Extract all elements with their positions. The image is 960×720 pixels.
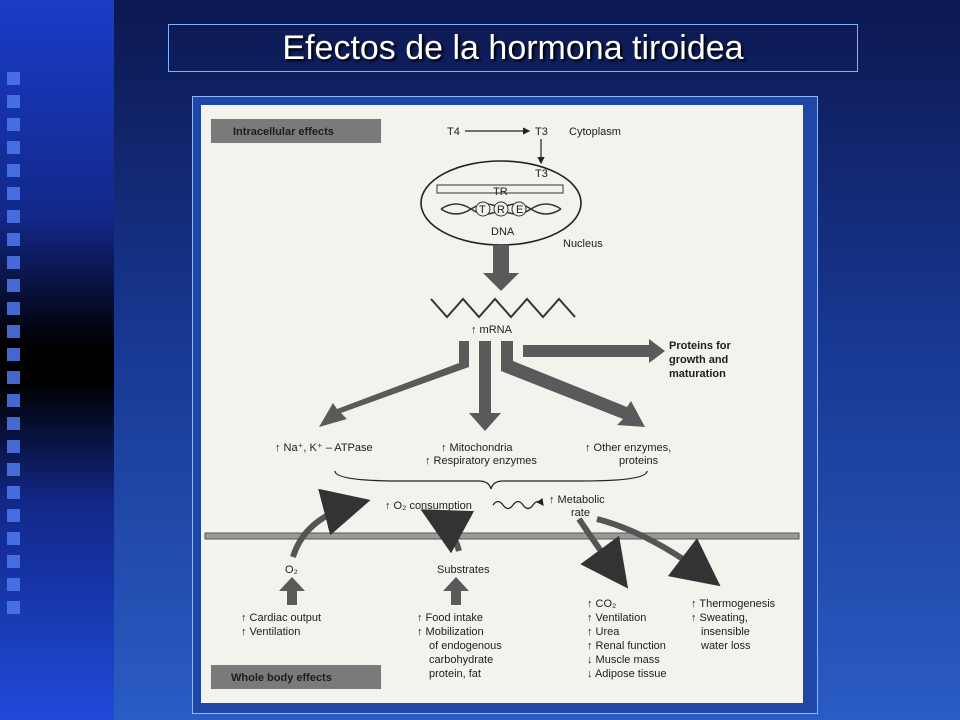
tre-e-label: E [516,204,523,216]
tr-receptor [436,184,564,194]
mitochondria-2: ↑ Respiratory enzymes [425,455,537,467]
proteins-growth-2: growth and [669,354,728,366]
tre-r-label: R [497,204,505,216]
square-bullets [7,72,23,624]
thermo-4: water loss [700,640,751,652]
thermo-1: ↑ Thermogenesis [691,598,776,610]
nucleus-label: Nucleus [563,238,603,250]
metabolic-to-thermo-arrow [596,516,721,587]
arrow-to-proteins [523,339,665,363]
slide-title: Efectos de la hormona tiroidea [282,28,744,67]
mitochondria-1: ↑ Mitochondria [441,442,513,454]
tre-r [493,201,509,217]
food-3: of endogenous [429,640,502,652]
proteins-growth-3: maturation [669,368,726,380]
arrow-to-na-k [319,341,469,427]
whole-body-label-box [211,665,381,689]
substrates-label: Substrates [437,564,490,576]
other-enzymes-2: proteins [619,455,659,467]
co2-2: ↑ Ventilation [587,612,646,624]
co2-4: ↑ Renal function [587,640,666,652]
diagram-svg: Intracellular effects T4 T3 Cytoplasm T3… [204,119,800,689]
arrow-to-mitochondria [469,341,501,431]
cell-membrane [204,532,800,540]
tr-label: TR [493,186,508,198]
title-box: Efectos de la hormona tiroidea [168,24,858,72]
other-enzymes-1: ↑ Other enzymes, [585,442,671,454]
cardiac-up-arrow [279,577,305,605]
cardiac-output: ↑ Cardiac output [241,612,321,624]
t3-nucleus-label: T3 [535,168,548,180]
metabolic-to-co2-arrow [576,517,629,589]
intracellular-label: Intracellular effects [233,126,334,138]
co2-3: ↑ Urea [587,626,620,638]
food-4: carbohydrate [429,654,493,666]
grouping-brace [334,470,648,490]
cytoplasm-label: Cytoplasm [569,126,621,138]
thyroid-diagram: Intracellular effects T4 T3 Cytoplasm T3… [201,105,803,703]
left-decorative-strip [0,0,114,720]
nucleus-to-mrna-arrow [483,245,519,291]
intracellular-label-box [211,119,381,143]
co2-5: ↓ Muscle mass [587,654,660,666]
tre-t-label: T [479,204,486,216]
food-up-arrow [443,577,469,605]
t3-label: T3 [535,126,548,138]
co2-6: ↓ Adipose tissue [587,668,667,680]
thermo-2: ↑ Sweating, [691,612,748,624]
food-5: protein, fat [429,668,481,680]
food-2: ↑ Mobilization [417,626,484,638]
thermo-3: insensible [701,626,750,638]
food-1: ↑ Food intake [417,612,483,624]
arrow-to-other-enzymes [501,341,645,427]
na-k-atpase: ↑ Na⁺, K⁺ – ATPase [275,442,373,454]
metabolic-rate-2: rate [571,507,590,519]
cardiac-ventilation: ↑ Ventilation [241,626,300,638]
figure-frame: Intracellular effects T4 T3 Cytoplasm T3… [192,96,818,714]
substrates-curved-arrow [420,509,475,554]
o2-curved-arrow [290,488,371,558]
o2-consumption: ↑ O₂ consumption [385,500,472,512]
mrna-wave [430,297,576,319]
t4-label: T4 [447,126,460,138]
tre-t [475,201,491,217]
o2-label: O₂ [285,564,298,576]
proteins-growth-1: Proteins for [669,340,731,352]
consumption-wave-arrow [492,498,544,510]
dna-label: DNA [491,226,515,238]
whole-body-label: Whole body effects [231,672,332,684]
metabolic-rate-1: ↑ Metabolic [549,494,605,506]
mrna-label: ↑ mRNA [471,324,513,336]
tre-e [511,201,527,217]
co2-1: ↑ CO₂ [587,598,616,610]
